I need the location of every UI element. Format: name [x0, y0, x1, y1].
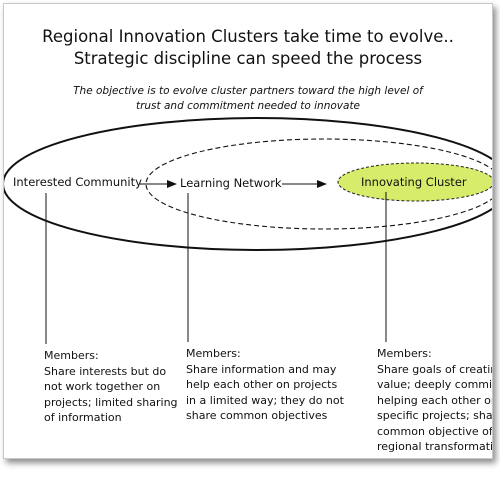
description-line: helping each other on [377, 393, 493, 407]
description-heading: Members: [186, 347, 241, 360]
description-learning-network: Members: Share information and may help … [186, 346, 344, 424]
stage-label-innovating-cluster: Innovating Cluster [361, 175, 467, 189]
description-line: Share interests but do [44, 364, 167, 378]
interested-community-ellipse [4, 117, 492, 251]
subtitle-line-1: The objective is to evolve cluster partn… [73, 85, 423, 97]
description-line: of information [44, 411, 122, 424]
title-line-2: Strategic discipline can speed the proce… [73, 49, 423, 68]
description-heading: Members: [44, 349, 99, 362]
description-line: in a limited way; they do not [186, 393, 344, 407]
slide: Regional Innovation Clusters take time t… [3, 3, 493, 459]
description-line: help each other on projects [186, 378, 338, 391]
stage-label-interested-community: Interested Community [13, 175, 142, 189]
stage-label-learning-network: Learning Network [180, 176, 282, 190]
description-interested-community: Members: Share interests but do not work… [44, 348, 178, 426]
cluster-diagram: Interested Community Learning Network In… [4, 117, 492, 344]
description-line: Share information and may [186, 362, 337, 376]
description-line: value; deeply committed [377, 378, 493, 391]
description-innovating-cluster: Members: Share goals of creating value; … [377, 346, 493, 455]
title-line-1: Regional Innovation Clusters take time t… [42, 27, 454, 46]
description-line: share common objectives [186, 409, 328, 422]
description-line: common objective of [377, 424, 493, 438]
subtitle-line-2: trust and commitment needed to innovate [135, 100, 361, 112]
description-line: projects; limited sharing [44, 395, 178, 409]
description-heading: Members: [377, 347, 432, 360]
description-line: Share goals of creating [377, 362, 493, 376]
description-line: not work together on [44, 380, 161, 393]
description-line: specific projects; shared [377, 409, 493, 422]
description-line: regional transformation [377, 440, 493, 453]
innovating-cluster-ellipse [337, 162, 492, 202]
